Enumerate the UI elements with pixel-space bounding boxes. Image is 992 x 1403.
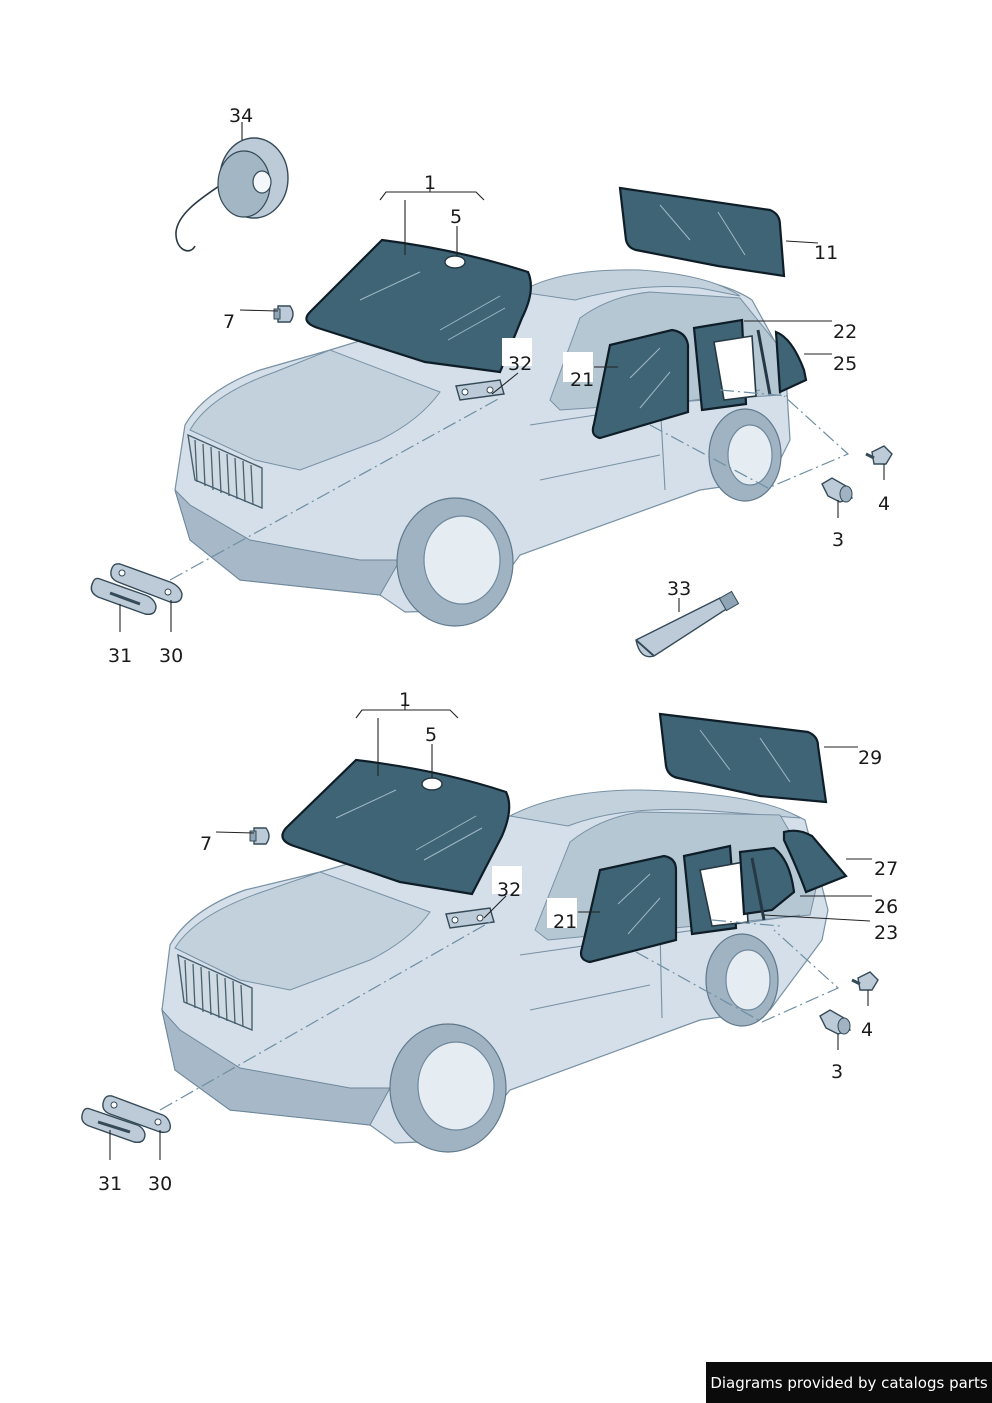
callout-5: 5 [450, 206, 462, 228]
side-window-glass-part-21[interactable] [591, 328, 690, 440]
callout-33: 33 [667, 578, 691, 600]
callout-27: 27 [874, 858, 898, 880]
callout-7: 7 [223, 311, 235, 333]
callout-4: 4 [861, 1019, 873, 1041]
window-seal-part-22[interactable] [692, 318, 772, 412]
windshield-glass-part-1[interactable] [305, 238, 533, 374]
callout-4: 4 [878, 493, 890, 515]
callout-26: 26 [874, 896, 898, 918]
rear-door-glass-part-23[interactable] [738, 846, 796, 921]
wire-roll-part-34[interactable] [175, 137, 289, 252]
stud-part-3[interactable] [819, 1009, 851, 1035]
rear-window-glass-part-29[interactable] [658, 712, 828, 804]
label-box-21 [563, 352, 593, 382]
top-diagram: 34 1 5 11 7 22 25 32 21 4 3 33 31 30 [90, 105, 893, 667]
glue-tube-part-33[interactable] [635, 590, 740, 658]
callout-30: 30 [159, 645, 183, 667]
callout-32: 32 [508, 353, 532, 375]
bracket-part-31[interactable] [90, 577, 157, 616]
mirror-base-part-32[interactable] [455, 338, 532, 401]
callout-22: 22 [833, 321, 857, 343]
callout-21: 21 [553, 911, 577, 933]
label-box-21 [547, 898, 577, 928]
callout-11: 11 [814, 242, 838, 264]
front-grille [184, 959, 244, 1028]
rear-window-glass-part-11[interactable] [618, 186, 786, 278]
quarter-glass-part-25[interactable] [774, 330, 808, 394]
callout-1: 1 [424, 172, 436, 194]
callout-34: 34 [229, 105, 253, 127]
bottom-diagram: 1 5 29 7 27 32 26 21 23 4 3 31 30 [81, 689, 898, 1195]
callout-7: 7 [200, 833, 212, 855]
callout-3: 3 [831, 1061, 843, 1083]
credit-badge: Diagrams provided by catalogs parts [706, 1362, 992, 1403]
bracket-part-31[interactable] [81, 1107, 146, 1144]
callout-29: 29 [858, 747, 882, 769]
screw-part-4[interactable] [865, 445, 893, 465]
clip-part-7[interactable] [273, 305, 294, 323]
clip-part-7[interactable] [249, 827, 270, 845]
credit-text: Diagrams provided by catalogs parts [710, 1373, 988, 1392]
stud-part-3[interactable] [821, 477, 853, 503]
windshield-glass-part-1[interactable] [281, 758, 511, 896]
bracket-part-30[interactable] [110, 563, 183, 604]
callout-25: 25 [833, 353, 857, 375]
callout-31: 31 [98, 1173, 122, 1195]
front-grille [194, 439, 254, 506]
callout-31: 31 [108, 645, 132, 667]
callout-5: 5 [425, 724, 437, 746]
quarter-glass-part-27[interactable] [782, 829, 848, 894]
bracket-part-30[interactable] [102, 1095, 171, 1134]
mirror-base-part-32[interactable] [445, 866, 522, 929]
callout-32: 32 [497, 879, 521, 901]
callout-1: 1 [399, 689, 411, 711]
side-window-glass-part-21[interactable] [579, 854, 678, 964]
callout-21: 21 [570, 369, 594, 391]
callout-23: 23 [874, 922, 898, 944]
window-seal-part-26[interactable] [682, 844, 749, 936]
callout-30: 30 [148, 1173, 172, 1195]
callout-3: 3 [832, 529, 844, 551]
screw-part-4[interactable] [851, 971, 879, 991]
